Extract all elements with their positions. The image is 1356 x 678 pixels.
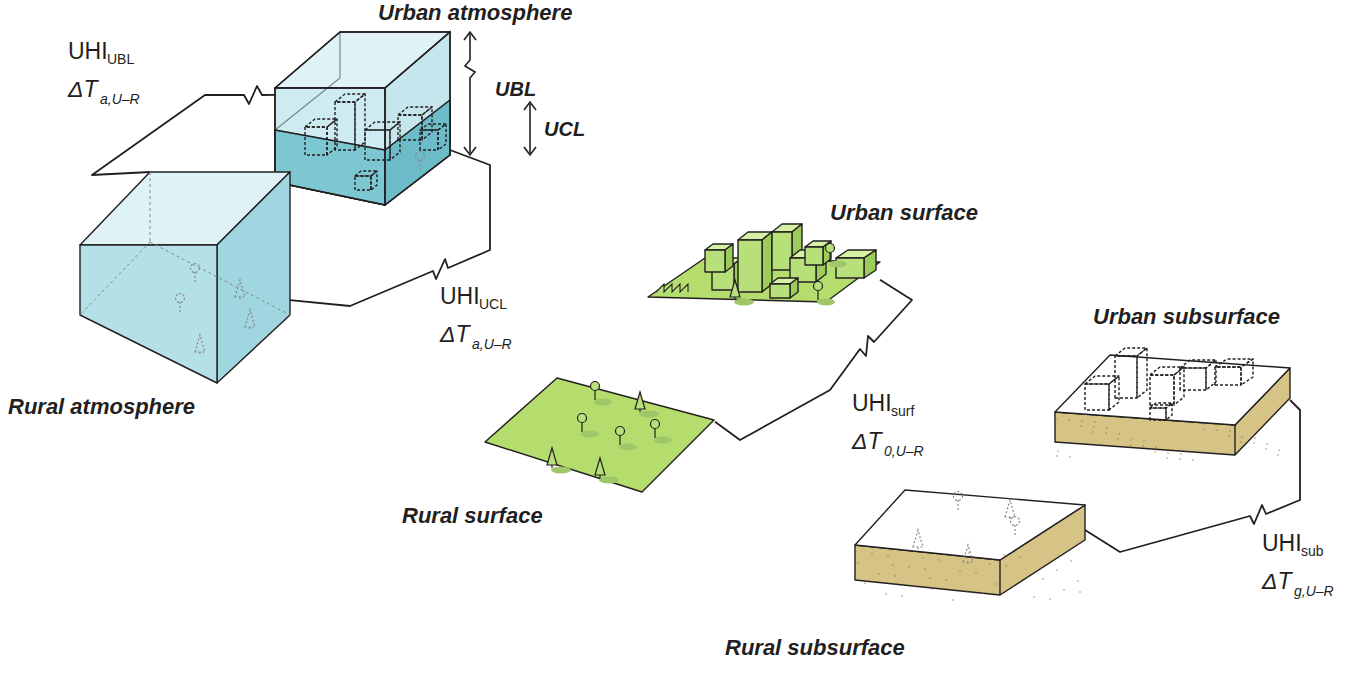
subscript-label: g,U–R [1294,584,1334,598]
shape-outline [648,230,880,302]
uhi-symbol: ΔT [68,78,97,101]
subscript-label: a,U–R [100,92,140,106]
uhi-connector [92,86,275,175]
rural-surface-plane: Rural surface [485,375,715,495]
urban-atmosphere-box: Urban atmosphere [275,32,450,205]
uhi-symbol: ΔT [852,430,881,453]
rural-atmosphere-box: Rural atmosphere [80,172,290,383]
subscript-label: sub [1301,544,1324,558]
shape-outline [485,375,715,495]
subscript-label: UCL [479,297,507,311]
uhi-connector [715,280,912,440]
urban-surface-plane: Urban surface [648,230,880,302]
shape-outline [855,490,1085,595]
subscript-label: surf [891,404,914,418]
shape-outline [275,32,450,205]
node-heading: Urban atmosphere [378,2,572,24]
subscript-label: UBL [107,52,134,66]
ubl-arrowheads [464,32,476,155]
shape-outline [1055,355,1290,455]
shape-outline [80,172,290,383]
ucl-arrowheads [524,102,536,155]
layer-label: UBL [495,79,536,99]
node-heading: Urban subsurface [1093,306,1280,328]
subscript-label: a,U–R [472,337,512,351]
ubl-bracket [465,34,475,153]
uhi-symbol: UHI [1262,532,1302,555]
node-heading: Rural surface [402,505,543,527]
uhi-symbol: UHI [68,40,108,63]
uhi-symbol: UHI [852,392,892,415]
urban-subsurface-slab: Urban subsurface [1055,355,1290,455]
uhi-symbol: UHI [440,285,480,308]
layer-label: UCL [544,119,585,139]
uhi-symbol: ΔT [1262,570,1291,593]
node-heading: Rural atmosphere [8,396,195,418]
rural-subsurface-slab: Rural subsurface [855,490,1085,595]
ucl-bracket [529,104,531,153]
layer-brackets [464,32,536,155]
node-heading: Urban surface [830,202,978,224]
node-heading: Rural subsurface [725,637,905,659]
uhi-symbol: ΔT [440,323,469,346]
subscript-label: 0,U–R [884,444,924,458]
